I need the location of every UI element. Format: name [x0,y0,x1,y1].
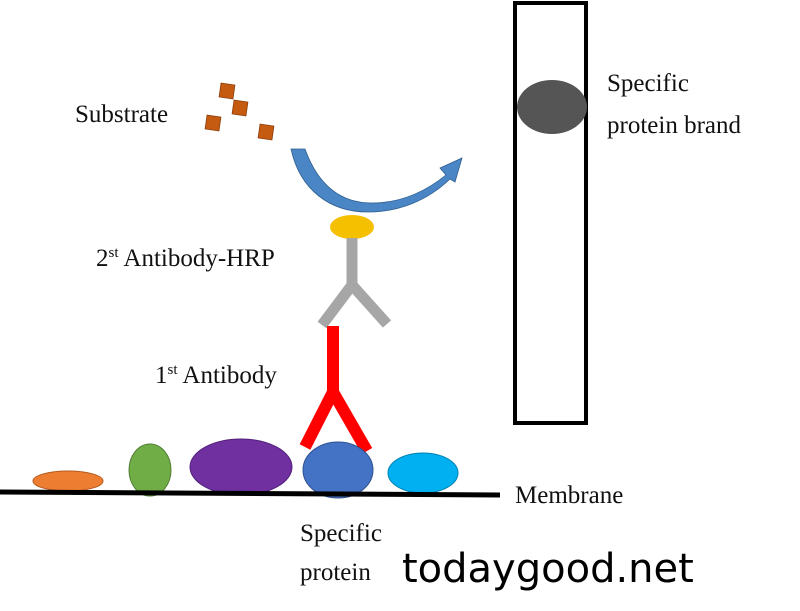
substrate-square [231,99,249,117]
substrate-square [257,123,275,141]
protein-green [128,443,172,497]
protein-orange [32,470,104,492]
substrate-square [218,82,236,100]
membrane-label: Membrane [515,482,623,509]
substrate-label: Substrate [75,101,168,128]
band-label-line1: Specific [607,70,689,97]
primary-antibody [299,326,373,454]
hrp-enzyme [330,215,374,239]
substrate-square [204,114,222,132]
protein-band [517,80,587,134]
specific-protein-label-line1: Specific [300,520,382,547]
primary-antibody-label: 1st Antibody [155,362,277,389]
band-label-line2: protein brand [607,112,741,139]
substrate-molecules [204,82,275,141]
protein-purple [189,438,293,496]
specific-protein-label-line2: protein [300,559,371,586]
reaction-arrow-icon [290,148,463,213]
membrane-line [0,489,501,498]
protein-cyan [387,452,459,494]
secondary-antibody [317,238,392,329]
protein-target [302,441,374,499]
secondary-antibody-label: 2st Antibody-HRP [96,245,275,272]
blot-lane [513,1,588,425]
watermark: todaygood.net [402,546,694,592]
